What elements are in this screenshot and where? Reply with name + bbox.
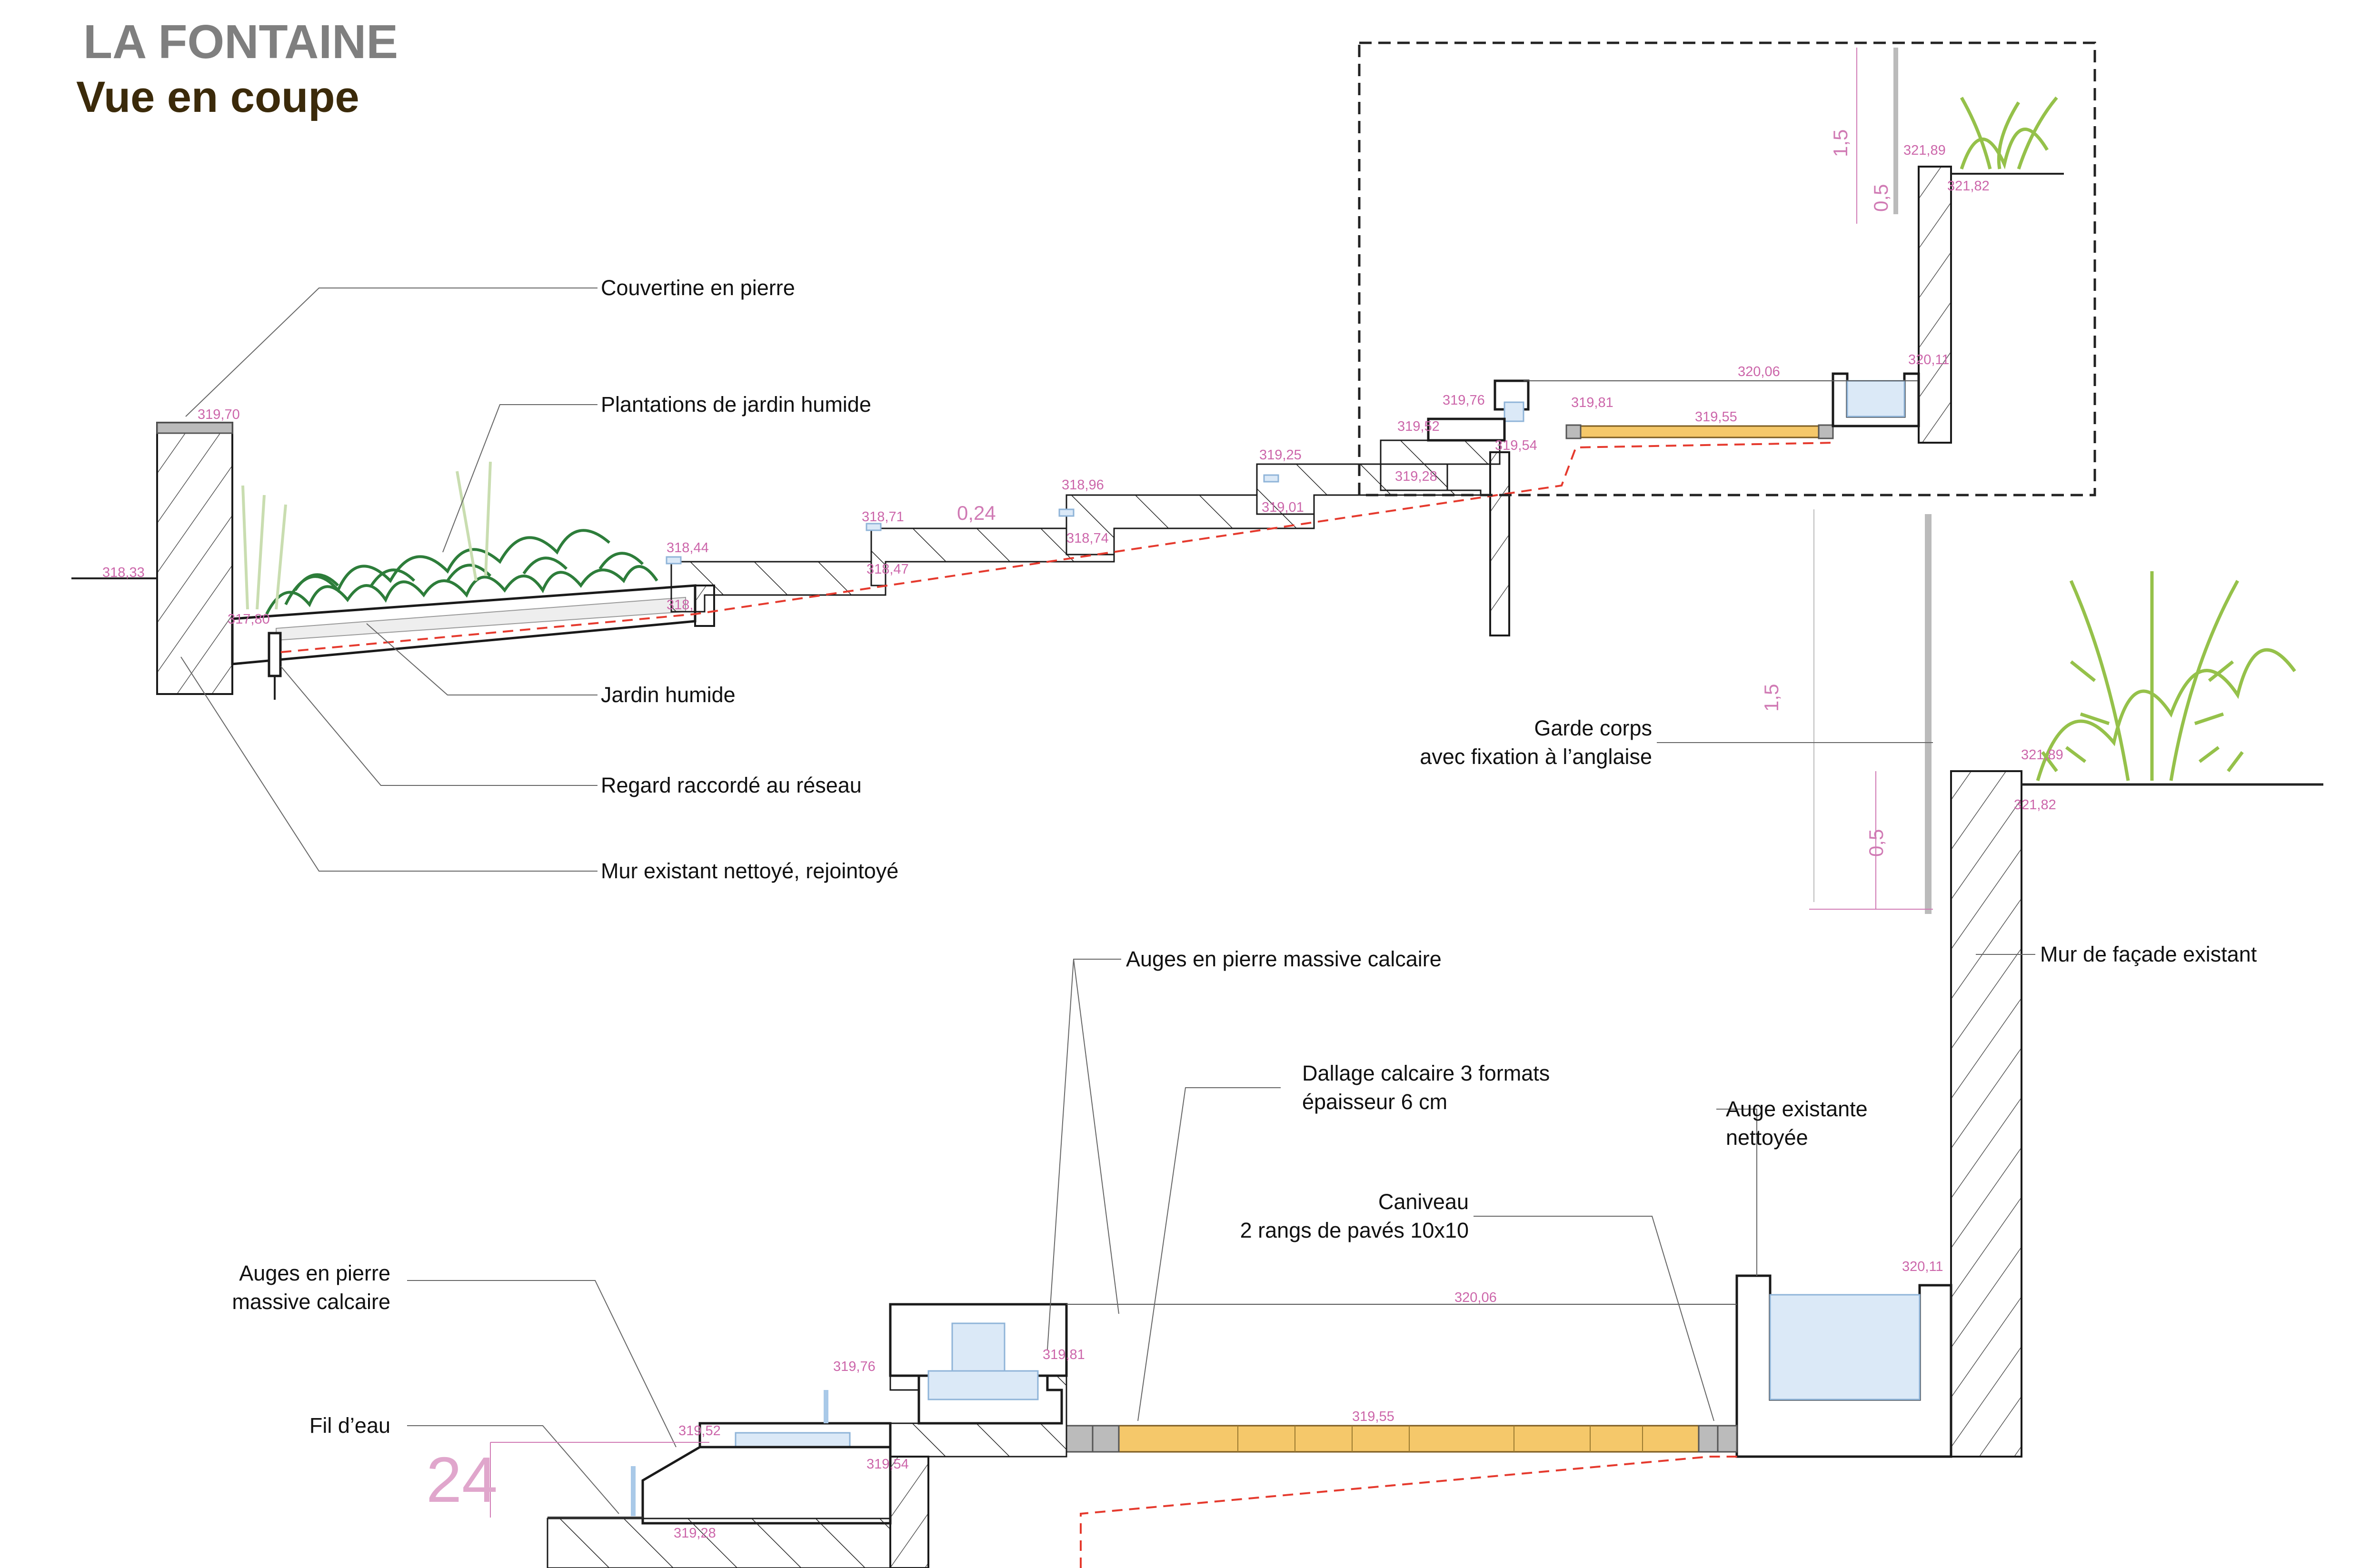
elev-321-89-lower: 321,89 [2021,747,2063,763]
dim-0-5-lower: 0,5 [1865,829,1887,857]
elev-319-28-lower: 319,28 [674,1526,716,1541]
label-auge-existante-1: Auge existante [1726,1097,1868,1121]
elev-319-25: 319,25 [1259,447,1302,463]
elev-318-71: 318,71 [862,509,904,525]
drawing-title: LA FONTAINE [83,15,398,69]
dim-0-5-upper: 0,5 [1870,184,1892,212]
label-auges-left-2: massive calcaire [232,1290,390,1314]
elev-319-55-lower: 319,55 [1352,1409,1394,1424]
existing-trough-upper [1846,380,1905,417]
detail-zoom-box [1358,41,2096,496]
elev-318-47: 318,47 [866,562,909,577]
existing-wall [156,422,233,695]
elev-320-06-lower: 320,06 [1454,1290,1497,1305]
dim-1-5-lower: 1,5 [1760,684,1782,712]
elev-318-74: 318,74 [1066,531,1109,546]
label-dallage-1: Dallage calcaire 3 formats [1302,1061,1550,1085]
label-regard: Regard raccordé au réseau [601,773,862,797]
drain-regard [268,632,282,677]
upper-right-planting [1960,96,2058,170]
label-couvertine: Couvertine en pierre [601,276,795,300]
paving-upper [1580,425,1829,438]
elev-319-76-lower: 319,76 [833,1359,876,1374]
label-auge-existante-2: nettoyée [1726,1125,1808,1150]
label-dallage-2: épaisseur 6 cm [1302,1090,1447,1114]
label-garde-corps-1: Garde corps [1534,716,1652,740]
label-auges-top: Auges en pierre massive calcaire [1126,947,1442,971]
elev-318-partial: 318, [667,597,693,613]
elev-321-82-lower: 321,82 [2014,797,2056,813]
elev-319-70: 319,70 [198,407,240,422]
drain-line-lower [1080,1456,1738,1568]
lower-right-planting [2036,571,2296,782]
label-caniveau-1: Caniveau [1378,1190,1469,1214]
elev-320-11: 320,11 [1908,352,1950,367]
elev-318-44: 318,44 [667,540,709,556]
lower-detail [547,514,2323,1568]
elev-319-01: 319,01 [1262,500,1304,515]
elev-319-52: 319,52 [1397,419,1440,434]
elev-319-81-lower: 319,81 [1043,1347,1085,1362]
fountain-water [927,1370,1039,1400]
elev-321-82: 321,82 [1947,179,1990,194]
elev-319-55: 319,55 [1695,409,1737,425]
elev-319-28: 319,28 [1395,469,1437,484]
elev-317-80: 317,80 [228,612,270,627]
stone-coping [156,422,233,434]
label-garde-corps-2: avec fixation à l’anglaise [1420,744,1652,769]
facade-wall-upper [1918,166,1952,444]
wetland-planting [241,461,658,615]
foundation-pillar [1489,451,1510,636]
label-mur-facade: Mur de façade existant [2040,942,2257,966]
label-fil-eau: Fil d’eau [309,1413,390,1438]
drain-line-upper [280,442,1836,653]
elev-319-81: 319,81 [1571,395,1613,410]
drawing-subtitle: Vue en coupe [76,73,359,121]
elev-319-54: 319,54 [1495,438,1537,453]
dim-1-5-upper: 1,5 [1829,129,1852,157]
label-auges-left-1: Auges en pierre [239,1261,390,1285]
elev-318-33: 318,33 [102,565,145,580]
dim-24: 24 [426,1444,498,1516]
dim-0-24: 0,24 [957,502,996,524]
upper-section [71,41,2096,902]
elev-320-06: 320,06 [1738,364,1780,379]
elev-319-54-lower: 319,54 [866,1457,909,1472]
facade-wall [1950,770,2022,1458]
elev-319-52-lower: 319,52 [678,1423,721,1439]
label-jardin-humide: Jardin humide [601,683,736,707]
label-mur-existant: Mur existant nettoyé, rejointoyé [601,859,898,883]
elev-320-11-lower: 320,11 [1902,1259,1943,1274]
label-plantations: Plantations de jardin humide [601,392,871,417]
label-caniveau-2: 2 rangs de pavés 10x10 [1240,1218,1469,1242]
elev-321-89: 321,89 [1903,143,1946,158]
elev-318-96: 318,96 [1062,477,1104,493]
elev-319-76: 319,76 [1443,393,1485,408]
